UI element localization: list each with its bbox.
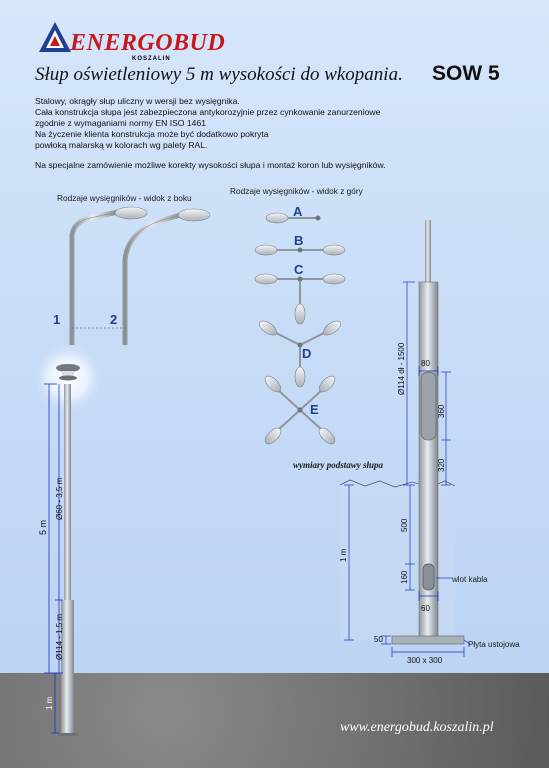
detail-plate-thickness: 50	[374, 635, 383, 644]
side-arm-1	[69, 206, 148, 345]
pole-buried-label: 1 m	[45, 696, 54, 710]
brand-location: KOSZALIN	[132, 56, 171, 62]
description-line: Stalowy, okrągły słup uliczny w wersji b…	[35, 96, 240, 106]
full-pole	[34, 344, 102, 736]
cable-inlet-label: wlot kabla	[452, 575, 488, 584]
top-arm-label: C	[294, 262, 304, 277]
arms-top-caption: Rodzaje wysięgników - widok z góry	[230, 186, 363, 196]
detail-plate-size: 300 x 300	[407, 656, 443, 665]
page-title: Słup oświetleniowy 5 m wysokości do wkop…	[35, 64, 403, 85]
detail-section-label: Ø114 dł - 1500	[397, 342, 406, 395]
base-plate-label: Płyta ustojowa	[468, 640, 520, 649]
special-note: Na specjalne zamówienie możliwe korekty …	[35, 160, 386, 170]
pole-height-label: 5 m	[38, 520, 48, 535]
side-arm-label: 1	[53, 312, 60, 327]
top-arm-label: B	[294, 233, 303, 248]
detail-cable-offset: 500	[400, 518, 409, 532]
top-arm-a	[265, 212, 321, 224]
description-line: powłoką malarską w kolorach wg palety RA…	[35, 140, 208, 150]
base-dimensions-label: wymiary podstawy słupa	[293, 460, 384, 470]
detail-cable-width: 60	[421, 604, 430, 613]
description-line: Na życzenie klienta konstrukcja może być…	[35, 129, 269, 139]
description-line: zgodnie z wymaganiami normy EN ISO 1461	[35, 118, 206, 128]
detail-opening-offset: 320	[437, 458, 446, 472]
description: Stalowy, okrągły słup uliczny w wersji b…	[35, 96, 380, 151]
detail-pole	[339, 220, 465, 645]
top-arm-label: D	[302, 346, 311, 361]
detail-dimension-lines	[344, 281, 471, 657]
description-line: Cała konstrukcja słupa jest zabezpieczon…	[35, 107, 381, 117]
pole-dimension-lines	[44, 383, 63, 734]
pole-bottom-section-label: Ø114 - 1,5 m	[55, 614, 64, 660]
top-arm-label: A	[293, 204, 303, 219]
top-arm-label: E	[310, 402, 319, 417]
website-link[interactable]: www.energobud.koszalin.pl	[340, 720, 494, 735]
arms-side-caption: Rodzaje wysięgników - widok z boku	[57, 193, 192, 203]
top-arm-d	[259, 320, 341, 388]
ground-area	[0, 673, 549, 768]
detail-opening-height: 360	[437, 404, 446, 418]
top-arm-b	[254, 244, 346, 256]
detail-cable-height: 160	[400, 570, 409, 584]
side-arm-2	[122, 208, 211, 345]
pole-top-section-label: Ø60 - 3,5 m	[55, 477, 64, 520]
energobud-logo-icon	[39, 22, 71, 52]
product-code: SOW 5	[432, 62, 500, 85]
detail-opening-width: 80	[421, 359, 430, 368]
detail-depth: 1 m	[339, 548, 348, 562]
top-arm-c	[254, 273, 346, 325]
top-arm-e	[264, 375, 336, 445]
brand-name: ENERGOBUD	[70, 30, 226, 56]
side-arm-label: 2	[110, 312, 117, 327]
